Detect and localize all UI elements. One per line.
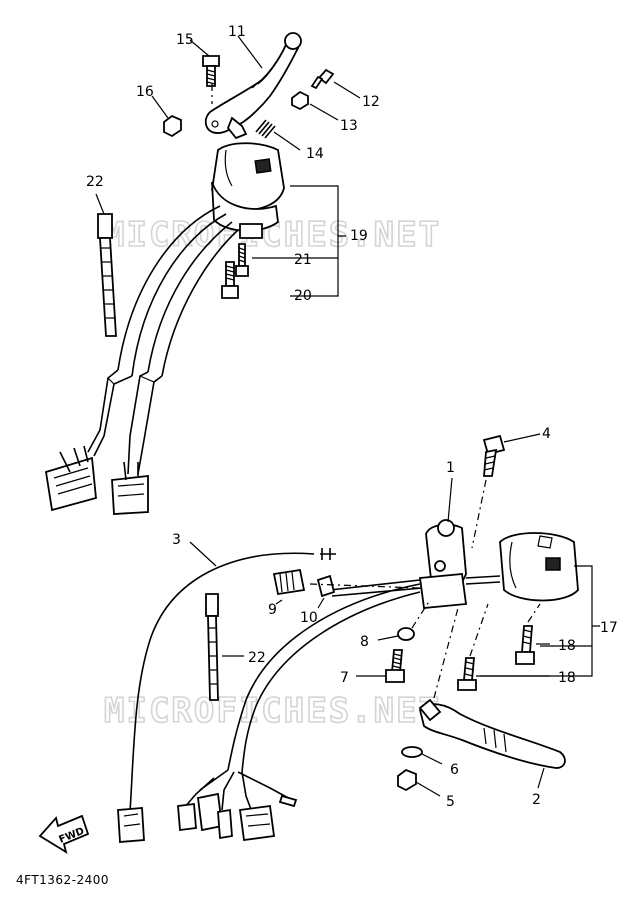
callout-10: 10 [300, 610, 318, 626]
callout-15: 15 [176, 32, 194, 48]
connector-upper-left [44, 445, 97, 512]
callout-7: 7 [340, 670, 349, 686]
callout-12: 12 [362, 94, 380, 110]
cable-3 [129, 541, 336, 813]
spring-14 [255, 119, 276, 139]
fwd-arrow: FWD [38, 814, 90, 854]
callout-8: 8 [360, 634, 369, 650]
nut-5 [397, 768, 417, 792]
callout-11: 11 [228, 24, 246, 40]
callout-22-upper: 22 [86, 174, 104, 190]
connectors-lower [117, 792, 298, 843]
holder-1 [418, 477, 468, 609]
callout-2: 2 [532, 792, 541, 808]
bolt-4 [482, 433, 541, 477]
callout-18-upper: 18 [558, 638, 576, 654]
switch-housing-lower [499, 532, 579, 602]
callout-21: 21 [294, 252, 312, 268]
callout-13: 13 [340, 118, 358, 134]
callout-4: 4 [542, 426, 551, 442]
cable-tie-upper [95, 193, 117, 337]
callout-16: 16 [136, 84, 154, 100]
switch-housing-upper [211, 142, 285, 239]
bracket-19 [290, 185, 346, 297]
callout-17: 17 [600, 620, 618, 636]
bolt-15 [202, 55, 220, 87]
washer-8 [397, 627, 415, 641]
diagram-code: 4FT1362-2400 [16, 873, 109, 887]
callout-3: 3 [172, 532, 181, 548]
cable-tie-lower [205, 593, 244, 701]
lever-upper [204, 32, 302, 140]
screw-20 [221, 261, 239, 299]
callout-19: 19 [350, 228, 368, 244]
washer-6 [401, 746, 423, 758]
callout-5: 5 [446, 794, 455, 810]
nut-16 [163, 114, 182, 138]
adjuster-9 [272, 568, 306, 596]
screw-18-lower [457, 657, 477, 691]
screw-7 [385, 649, 405, 683]
watermark-bottom: MICROFICHES.NET [104, 691, 441, 731]
nut-13 [291, 90, 309, 111]
screw-21 [235, 243, 249, 277]
bolt-12 [310, 68, 335, 90]
callout-1: 1 [446, 460, 455, 476]
wire-harness-upper [87, 205, 239, 475]
callout-18-lower: 18 [558, 670, 576, 686]
screw-18-upper [515, 625, 535, 665]
callout-14: 14 [306, 146, 324, 162]
callout-6: 6 [450, 762, 459, 778]
wire-harness-lower [183, 583, 421, 813]
callout-9: 9 [268, 602, 277, 618]
lever-lower [418, 607, 566, 769]
callout-20: 20 [294, 288, 312, 304]
connector-upper-right [111, 461, 149, 515]
callout-22-lower: 22 [248, 650, 266, 666]
nut-10 [316, 574, 336, 598]
